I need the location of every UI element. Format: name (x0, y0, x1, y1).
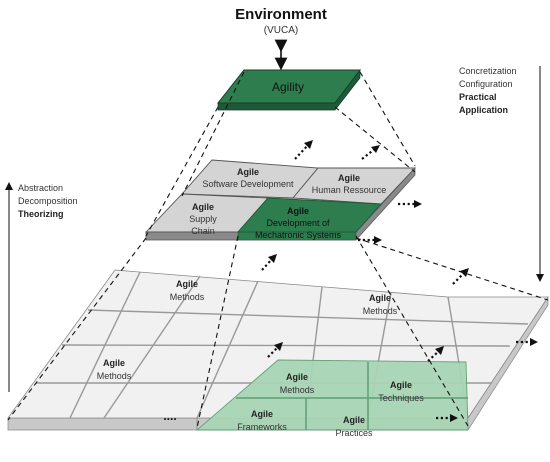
axis-application-label: Application (459, 105, 508, 115)
svg-text:Methods: Methods (170, 292, 205, 302)
axis-theorizing-label: Theorizing (18, 209, 64, 219)
projection-lines (7, 71, 549, 429)
bottom-green-region (195, 359, 469, 431)
bottom-label-methods-a: Agile Methods (170, 279, 205, 302)
label-human-ressource: Agile Human Ressource (312, 173, 387, 195)
svg-text:Methods: Methods (363, 306, 398, 316)
svg-text:Agile: Agile (338, 173, 360, 183)
bottom-layer (7, 269, 549, 431)
dotted-arrow-heads (268, 140, 538, 422)
svg-text:Methods: Methods (97, 371, 132, 381)
svg-text:Techniques: Techniques (378, 393, 424, 403)
svg-text:Agile: Agile (192, 202, 214, 212)
svg-text:Agile: Agile (390, 380, 412, 390)
svg-text:Mechatronic Systems: Mechatronic Systems (255, 230, 342, 240)
bottom-label-methods-d: Agile Methods (280, 372, 315, 395)
svg-text:Agile: Agile (251, 409, 273, 419)
label-supply-chain: Agile Supply Chain (189, 202, 217, 236)
label-software-development: Agile Software Development (202, 167, 294, 189)
svg-text:Frameworks: Frameworks (237, 422, 287, 432)
svg-text:Agile: Agile (369, 293, 391, 303)
label-mechatronic-systems: Agile Development of Mechatronic Systems (255, 206, 342, 240)
axis-decomposition-label: Decomposition (18, 196, 78, 206)
axis-configuration-label: Configuration (459, 79, 513, 89)
bottom-label-methods-c: Agile Methods (97, 358, 132, 381)
agility-label: Agility (272, 80, 304, 94)
dotted-arrow-software (294, 143, 310, 160)
tile-mechatronic-systems (237, 197, 382, 233)
bottom-ellipsis: .... (163, 409, 176, 423)
svg-text:Development of: Development of (266, 218, 330, 228)
bottom-label-frameworks: Agile Frameworks (237, 409, 287, 432)
diagram-subtitle: (VUCA) (264, 25, 298, 36)
svg-text:Agile: Agile (237, 167, 259, 177)
svg-text:Supply: Supply (189, 214, 217, 224)
svg-text:Agile: Agile (176, 279, 198, 289)
svg-text:Agile: Agile (103, 358, 125, 368)
svg-text:Practices: Practices (335, 428, 373, 438)
bottom-label-techniques: Agile Techniques (378, 380, 424, 403)
axis-abstraction-label: Abstraction (18, 183, 63, 193)
svg-text:Human Ressource: Human Ressource (312, 185, 387, 195)
svg-text:Software Development: Software Development (202, 179, 294, 189)
svg-text:Agile: Agile (287, 206, 309, 216)
svg-text:Chain: Chain (191, 226, 215, 236)
diagram-title: Environment (235, 6, 327, 23)
axis-practical-label: Practical (459, 92, 497, 102)
svg-text:Methods: Methods (280, 385, 315, 395)
top-layer: Agility (216, 68, 362, 111)
svg-text:Agile: Agile (286, 372, 308, 382)
bottom-label-methods-b: Agile Methods (363, 293, 398, 316)
axis-concretization-label: Concretization (459, 66, 517, 76)
svg-text:Agile: Agile (343, 415, 365, 425)
agility-tile (216, 69, 362, 104)
bottom-label-practices: Agile Practices (335, 415, 373, 438)
middle-layer (144, 159, 417, 241)
